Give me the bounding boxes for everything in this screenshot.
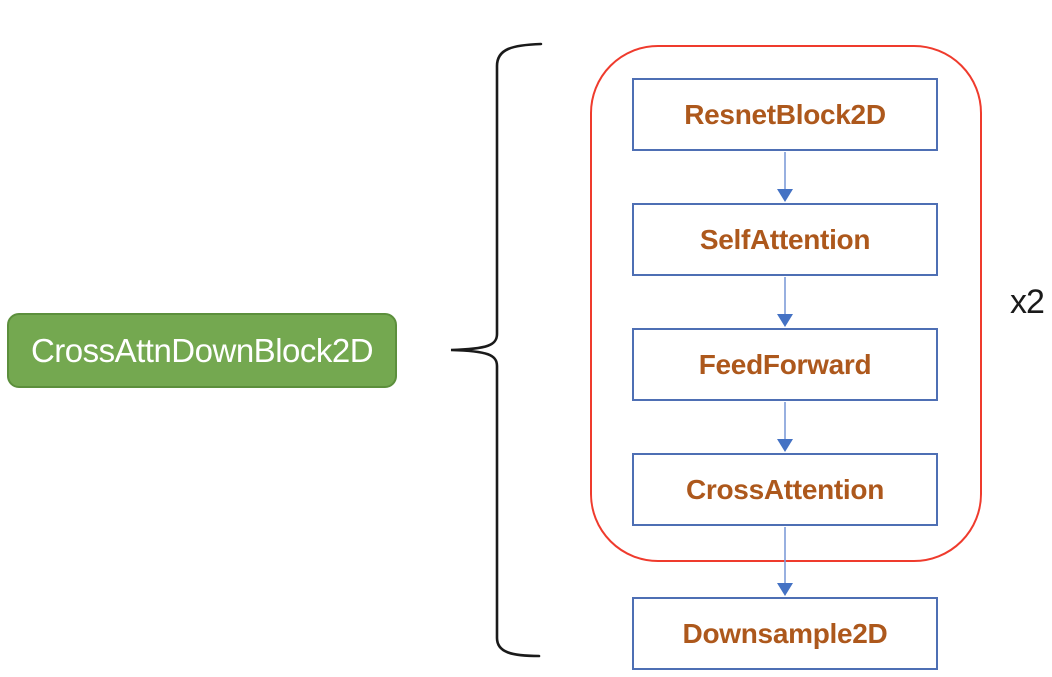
node-label: ResnetBlock2D (684, 98, 886, 130)
node-label: FeedForward (698, 348, 872, 380)
node-crossattention: CrossAttention (632, 453, 938, 526)
repeat-group-outline (590, 45, 982, 562)
node-label: Downsample2D (682, 617, 888, 649)
node-resnetblock2d: ResnetBlock2D (632, 78, 938, 151)
node-selfattention: SelfAttention (632, 203, 938, 276)
node-label: CrossAttention (685, 473, 885, 505)
arrowhead (777, 583, 793, 596)
curly-brace (450, 42, 543, 658)
node-crossattndownblock2d: CrossAttnDownBlock2D (7, 313, 397, 388)
node-label: SelfAttention (699, 223, 871, 255)
repeat-count-label: x2 (1010, 283, 1045, 321)
node-downsample2d: Downsample2D (632, 597, 938, 670)
node-feedforward: FeedForward (632, 328, 938, 401)
node-label: CrossAttnDownBlock2D (30, 331, 374, 369)
